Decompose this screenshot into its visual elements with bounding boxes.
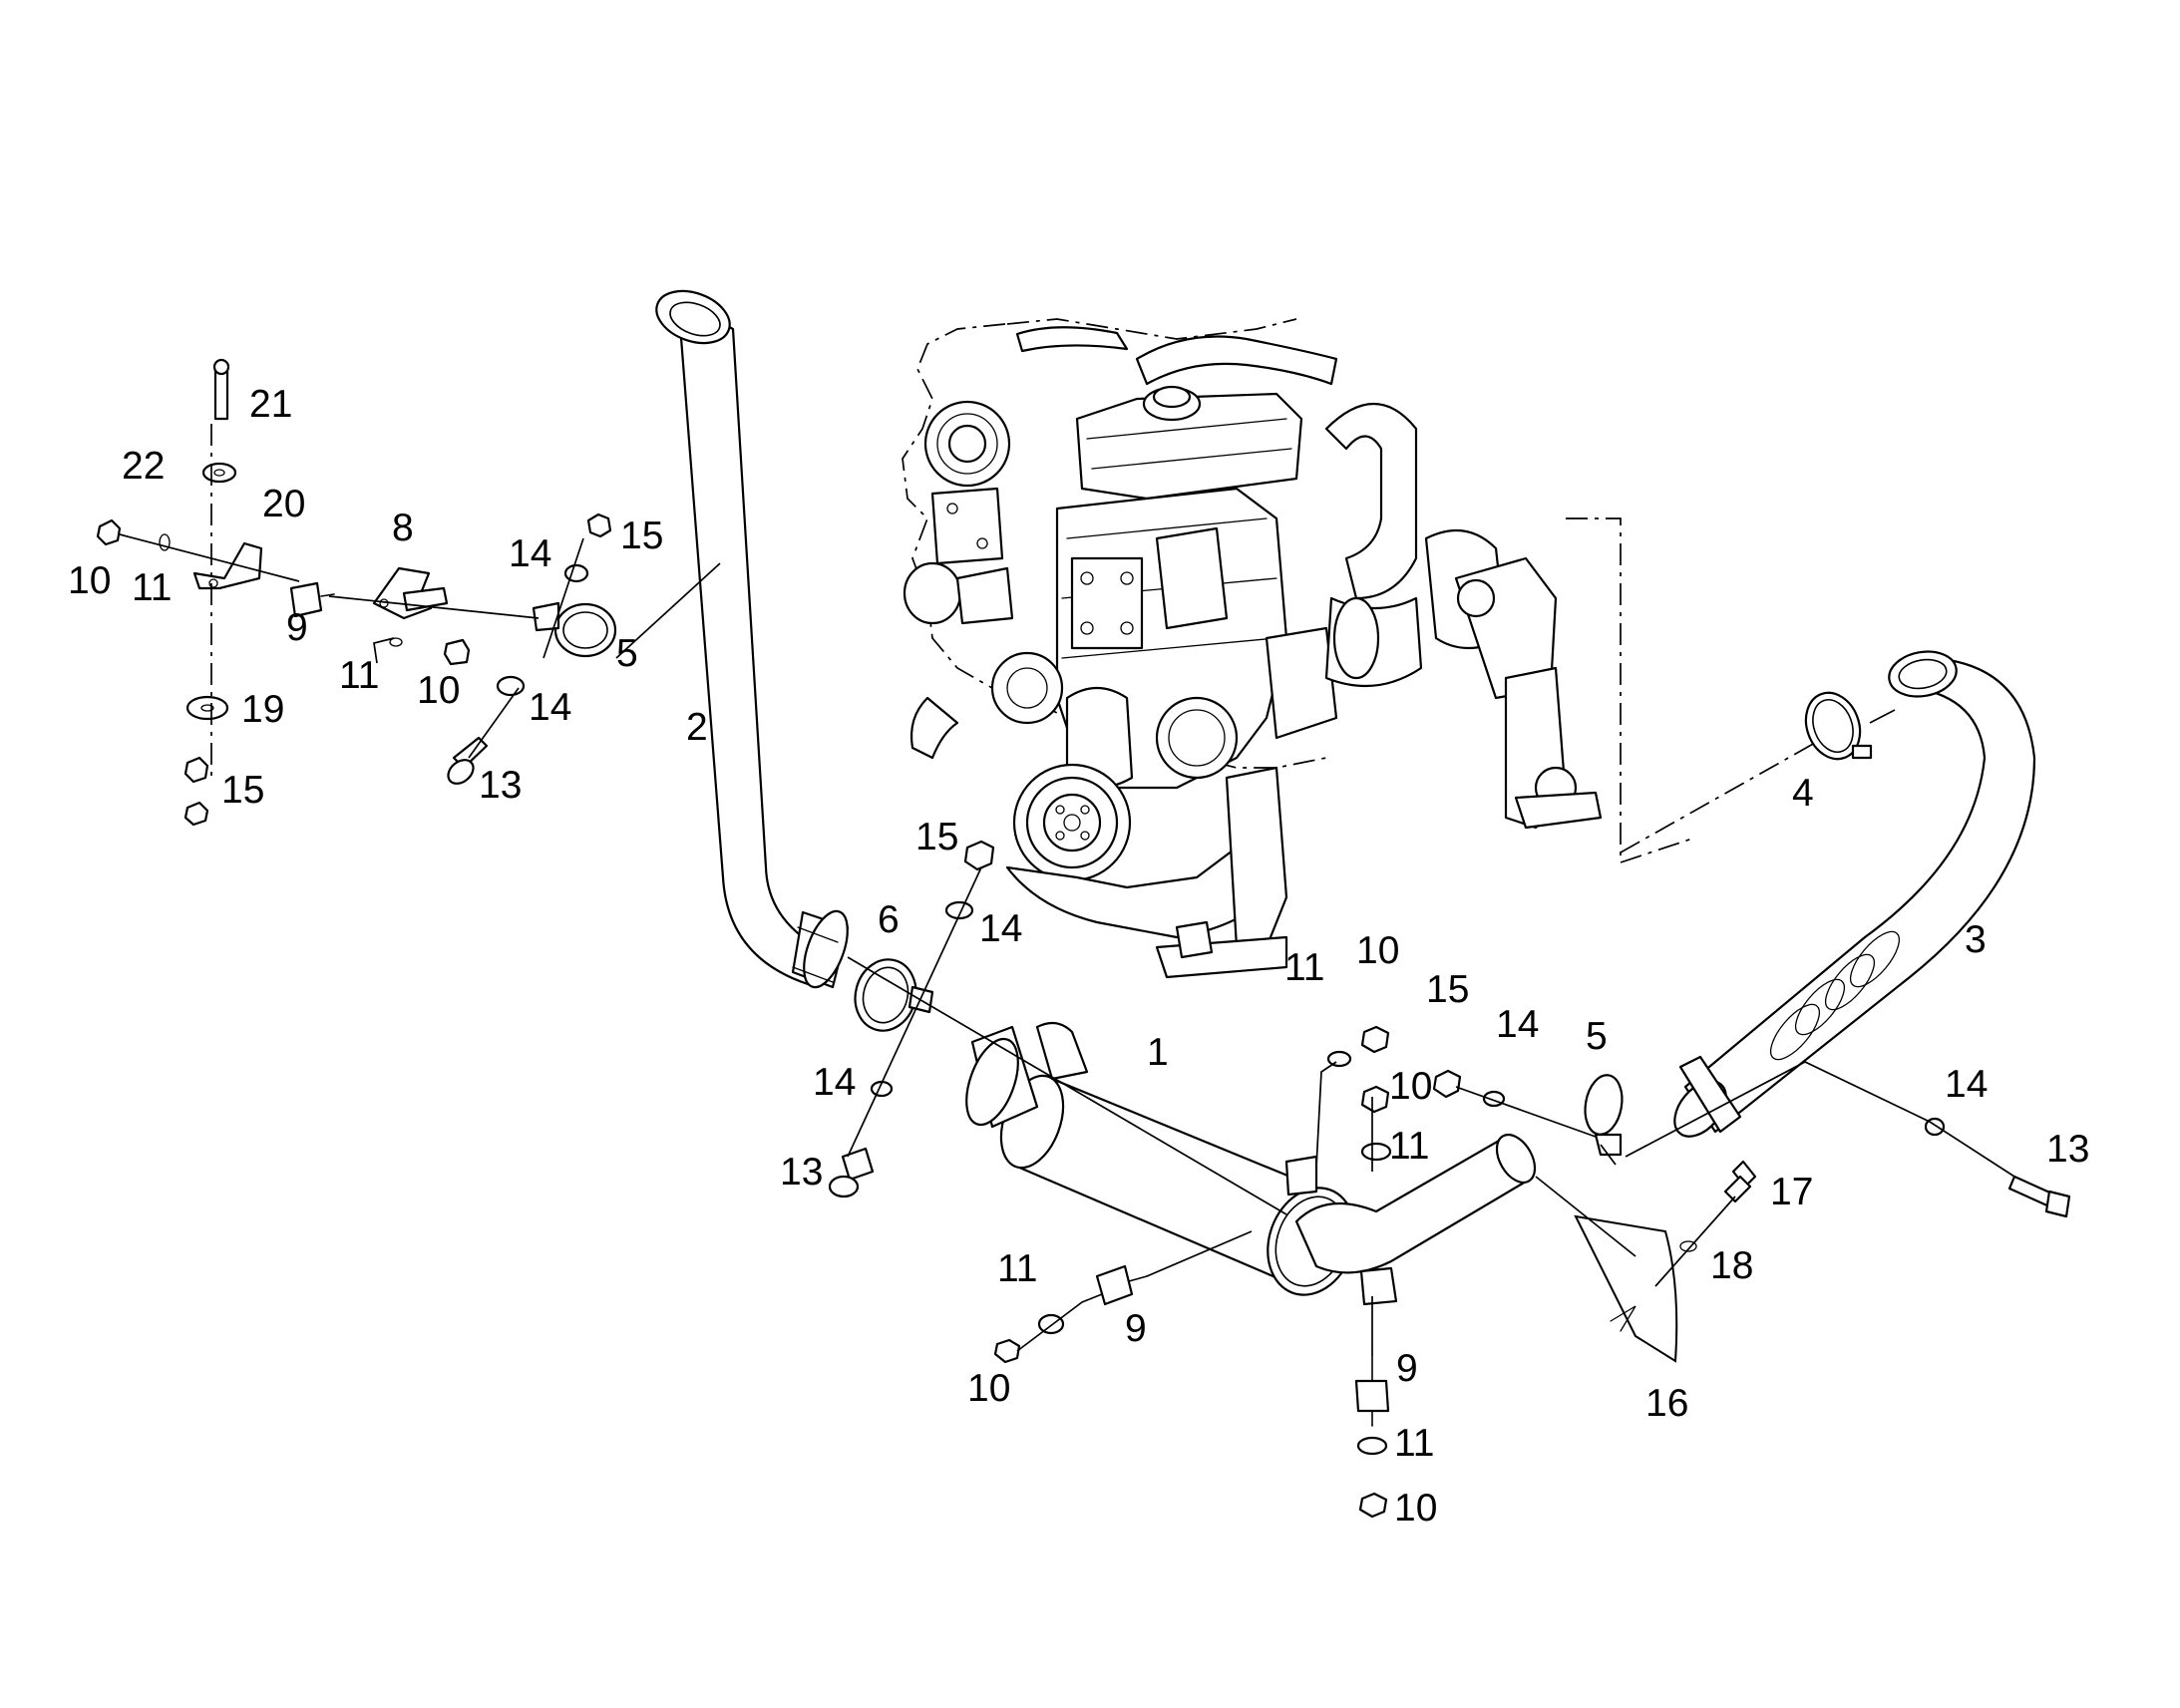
exhaust-tailpipe	[655, 289, 850, 989]
callout-14: 14	[813, 1061, 856, 1104]
callout-6: 6	[878, 898, 900, 941]
callout-8: 8	[392, 507, 414, 549]
callout-14: 14	[979, 907, 1022, 950]
callout-20: 20	[262, 483, 305, 525]
callout-5: 5	[1586, 1015, 1608, 1058]
callout-11: 11	[1394, 1422, 1435, 1465]
callout-14: 14	[509, 532, 551, 575]
callout-10: 10	[417, 669, 460, 712]
callout-9: 9	[1396, 1347, 1418, 1390]
part-callouts: 1 2 3 4 5 5 6 8 9 9 9 10 10 10 10 10 10 …	[68, 383, 2089, 1530]
callout-14: 14	[1496, 1003, 1539, 1046]
callout-22: 22	[122, 445, 165, 488]
callout-2: 2	[686, 706, 708, 749]
callout-15: 15	[620, 514, 663, 557]
callout-15: 15	[221, 769, 264, 812]
leader-lines	[119, 424, 2015, 1356]
rubber-mount-9-mid	[1081, 1264, 1148, 1306]
callout-11: 11	[132, 566, 173, 609]
clamp-4	[1804, 691, 1873, 761]
bracket-8	[372, 566, 449, 620]
callout-3: 3	[1965, 918, 1987, 961]
callout-9: 9	[286, 606, 308, 649]
engine-assembly	[902, 318, 1696, 979]
clamp-5-right	[1584, 1074, 1624, 1166]
callout-13: 13	[479, 764, 522, 807]
callout-13: 13	[2046, 1128, 2089, 1171]
callout-11: 11	[1284, 946, 1325, 989]
callout-9: 9	[1125, 1307, 1147, 1350]
intermediate-pipe	[1673, 650, 2036, 1138]
callout-10: 10	[967, 1367, 1010, 1410]
heat-shield	[1574, 1214, 1678, 1363]
callout-10: 10	[1389, 1065, 1432, 1108]
muffler	[965, 1021, 1537, 1306]
callout-15: 15	[915, 816, 958, 858]
callout-11: 11	[1389, 1125, 1430, 1168]
bracket-20	[192, 541, 263, 590]
rubber-mount-9-left	[289, 581, 335, 618]
callout-10: 10	[1356, 929, 1399, 972]
clamp-5-left	[532, 601, 617, 658]
callout-19: 19	[241, 688, 284, 731]
callout-11: 11	[339, 654, 380, 697]
callout-10: 10	[1394, 1487, 1437, 1530]
rubber-mount-9-bottom	[1354, 1355, 1390, 1427]
callout-15: 15	[1426, 968, 1469, 1011]
callout-21: 21	[249, 383, 292, 426]
callout-11: 11	[997, 1247, 1038, 1290]
callout-1: 1	[1147, 1031, 1169, 1074]
callout-17: 17	[1770, 1171, 1813, 1213]
callout-16: 16	[1645, 1382, 1688, 1425]
callout-13: 13	[780, 1151, 823, 1194]
callout-18: 18	[1710, 1244, 1753, 1287]
callout-4: 4	[1792, 772, 1814, 815]
callout-14: 14	[1945, 1063, 1988, 1106]
callout-10: 10	[68, 559, 111, 602]
callout-5: 5	[616, 632, 638, 675]
callout-14: 14	[529, 686, 571, 729]
